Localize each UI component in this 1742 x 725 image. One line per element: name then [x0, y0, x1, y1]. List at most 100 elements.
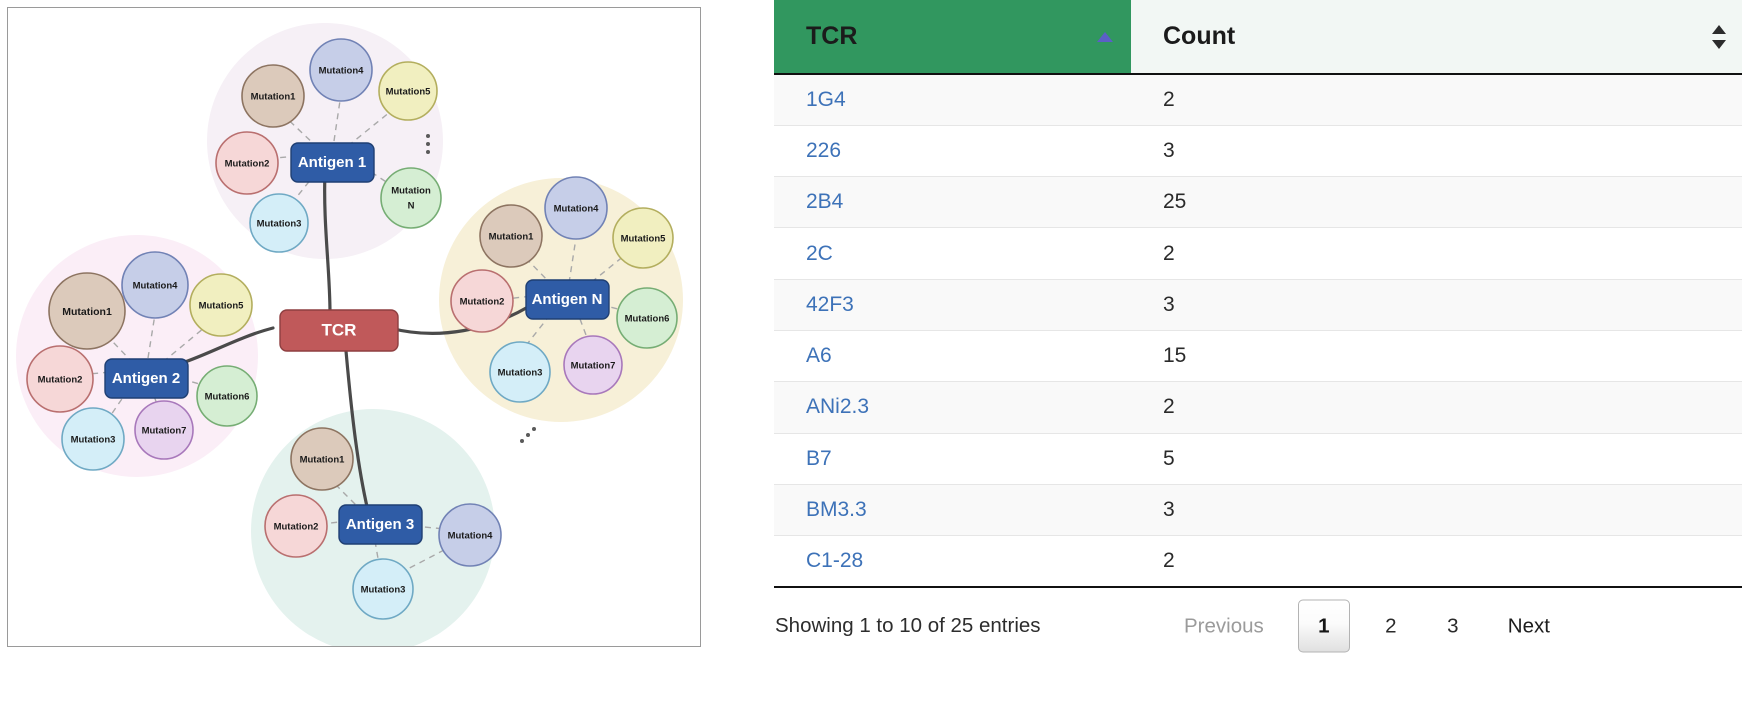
- mutation-label: Mutation3: [257, 219, 302, 230]
- column-header-tcr[interactable]: TCR: [774, 0, 1131, 75]
- mutation-label: Mutation2: [460, 297, 505, 308]
- table-row[interactable]: C1-28 2: [774, 535, 1742, 588]
- pagination-page-1[interactable]: 1: [1297, 599, 1350, 653]
- mutation-label: Mutation4: [554, 204, 600, 215]
- pagination-page-3[interactable]: 3: [1447, 614, 1459, 638]
- mutation-node[interactable]: [544, 176, 608, 240]
- table-footer: Showing 1 to 10 of 25 entries Previous 1…: [774, 588, 1742, 665]
- column-header-tcr-label: TCR: [806, 22, 858, 50]
- tcr-link[interactable]: 42F3: [806, 292, 854, 316]
- sort-bidirectional-icon[interactable]: [1712, 24, 1726, 50]
- table-head: TCR Count: [774, 0, 1742, 75]
- antigen-label: Antigen 1: [298, 154, 366, 171]
- mutation-node[interactable]: [438, 503, 502, 567]
- cell-tcr: 226: [774, 125, 1131, 178]
- mutation-node[interactable]: [450, 269, 514, 333]
- cell-tcr: C1-28: [774, 535, 1131, 588]
- cluster-antigen-3[interactable]: Mutation1 Mutation2 Mutation3 Mutation4 …: [264, 427, 502, 620]
- mutation-node[interactable]: [215, 131, 279, 195]
- mutation-label: Mutation2: [38, 375, 83, 386]
- mutation-label: Mutation1: [489, 232, 535, 243]
- table-row[interactable]: A6 15: [774, 330, 1742, 383]
- mutation-label: Mutation: [391, 186, 431, 197]
- tcr-link[interactable]: B7: [806, 446, 832, 470]
- mutation-node[interactable]: [189, 273, 253, 337]
- cell-tcr: 2B4: [774, 176, 1131, 229]
- mutation-node[interactable]: [264, 494, 328, 558]
- tcr-link[interactable]: ANi2.3: [806, 395, 870, 419]
- cell-count: 2: [1131, 227, 1742, 280]
- table-row[interactable]: B7 5: [774, 433, 1742, 485]
- cluster-antigen-1[interactable]: Mutation1 Mutation2 Mutation3 Mutation4 …: [215, 38, 442, 253]
- cluster-antigen-2[interactable]: Mutation1 Mutation2 Mutation3 Mutation4 …: [26, 251, 258, 471]
- tcr-link[interactable]: 2B4: [806, 190, 844, 214]
- table-body: 1G4 2 226 3 2B4 25: [774, 74, 1742, 588]
- mutation-node[interactable]: [489, 341, 551, 403]
- network-graph-svg[interactable]: Mutation1 Mutation2 Mutation3 Mutation4 …: [8, 8, 700, 646]
- cell-tcr: BM3.3: [774, 484, 1131, 537]
- mutation-node[interactable]: [121, 251, 189, 319]
- antigen-node-3[interactable]: [338, 504, 423, 545]
- cell-tcr: ANi2.3: [774, 381, 1131, 434]
- mutation-label: Mutation1: [300, 455, 346, 466]
- cell-count: 3: [1131, 125, 1742, 178]
- mutation-label: Mutation6: [205, 392, 250, 403]
- column-header-count[interactable]: Count: [1131, 0, 1742, 75]
- mutation-node[interactable]: [249, 193, 309, 253]
- tcr-data-table: TCR Count 1G4 2: [774, 0, 1742, 588]
- mutation-node[interactable]: [380, 167, 442, 229]
- cell-count: 3: [1131, 484, 1742, 537]
- table-row[interactable]: BM3.3 3: [774, 484, 1742, 537]
- tcr-center-node[interactable]: TCR: [279, 309, 399, 352]
- mutation-label: Mutation2: [274, 522, 319, 533]
- tcr-link[interactable]: 1G4: [806, 87, 846, 111]
- mutation-label: Mutation6: [625, 314, 670, 325]
- table-row[interactable]: 42F3 3: [774, 279, 1742, 331]
- pagination-previous-button[interactable]: Previous: [1184, 614, 1264, 638]
- mutation-node[interactable]: [616, 287, 678, 349]
- mutation-node[interactable]: [134, 400, 194, 460]
- tcr-link[interactable]: 226: [806, 138, 842, 162]
- mutation-node[interactable]: [241, 64, 305, 128]
- mutation-node[interactable]: [479, 204, 543, 268]
- sort-ascending-icon[interactable]: [1097, 31, 1113, 42]
- table-row[interactable]: 1G4 2: [774, 74, 1742, 126]
- mutation-node[interactable]: [48, 272, 126, 350]
- table-row[interactable]: 2B4 25: [774, 176, 1742, 229]
- mutation-label: Mutation1: [62, 306, 112, 318]
- pagination-page-2[interactable]: 2: [1385, 614, 1397, 638]
- tcr-link[interactable]: A6: [806, 344, 832, 368]
- mutation-label: Mutation3: [361, 585, 406, 596]
- pagination-controls[interactable]: Previous 1 2 3 Next: [1184, 599, 1550, 653]
- mutation-node[interactable]: [352, 558, 414, 620]
- cell-count: 3: [1131, 279, 1742, 331]
- mutation-label: Mutation1: [251, 92, 297, 103]
- antigen-label: Antigen 2: [112, 370, 180, 387]
- antigen-node-1[interactable]: [290, 142, 375, 183]
- tcr-link[interactable]: C1-28: [806, 549, 864, 573]
- mutation-node[interactable]: [309, 38, 373, 102]
- tcr-antigen-network-diagram[interactable]: Mutation1 Mutation2 Mutation3 Mutation4 …: [7, 7, 701, 647]
- table-row[interactable]: 2C 2: [774, 227, 1742, 280]
- mutation-label: Mutation7: [142, 426, 187, 437]
- mutation-node[interactable]: [61, 407, 125, 471]
- table-row[interactable]: 226 3: [774, 125, 1742, 178]
- mutation-node[interactable]: [378, 61, 438, 121]
- edge-tcr-antigen-1: [323, 170, 332, 315]
- antigen-node-2[interactable]: [104, 358, 189, 399]
- mutation-node[interactable]: [196, 365, 258, 427]
- mutation-node[interactable]: [290, 427, 354, 491]
- showing-entries-info: Showing 1 to 10 of 25 entries: [775, 614, 1041, 638]
- antigen-node-n[interactable]: [525, 279, 610, 320]
- edge-tcr-antigen-3: [344, 349, 370, 513]
- table-row[interactable]: ANi2.3 2: [774, 381, 1742, 434]
- mutation-node[interactable]: [612, 207, 674, 269]
- tcr-link[interactable]: BM3.3: [806, 498, 867, 522]
- tcr-link[interactable]: 2C: [806, 241, 833, 265]
- mutation-node[interactable]: [26, 345, 94, 413]
- mutation-node[interactable]: [563, 335, 623, 395]
- cluster-antigen-n[interactable]: Mutation1 Mutation2 Mutation3 Mutation4 …: [450, 176, 678, 403]
- pagination-next-button[interactable]: Next: [1507, 614, 1550, 638]
- cell-count: 2: [1131, 535, 1742, 588]
- mutation-label: Mutation4: [448, 531, 494, 542]
